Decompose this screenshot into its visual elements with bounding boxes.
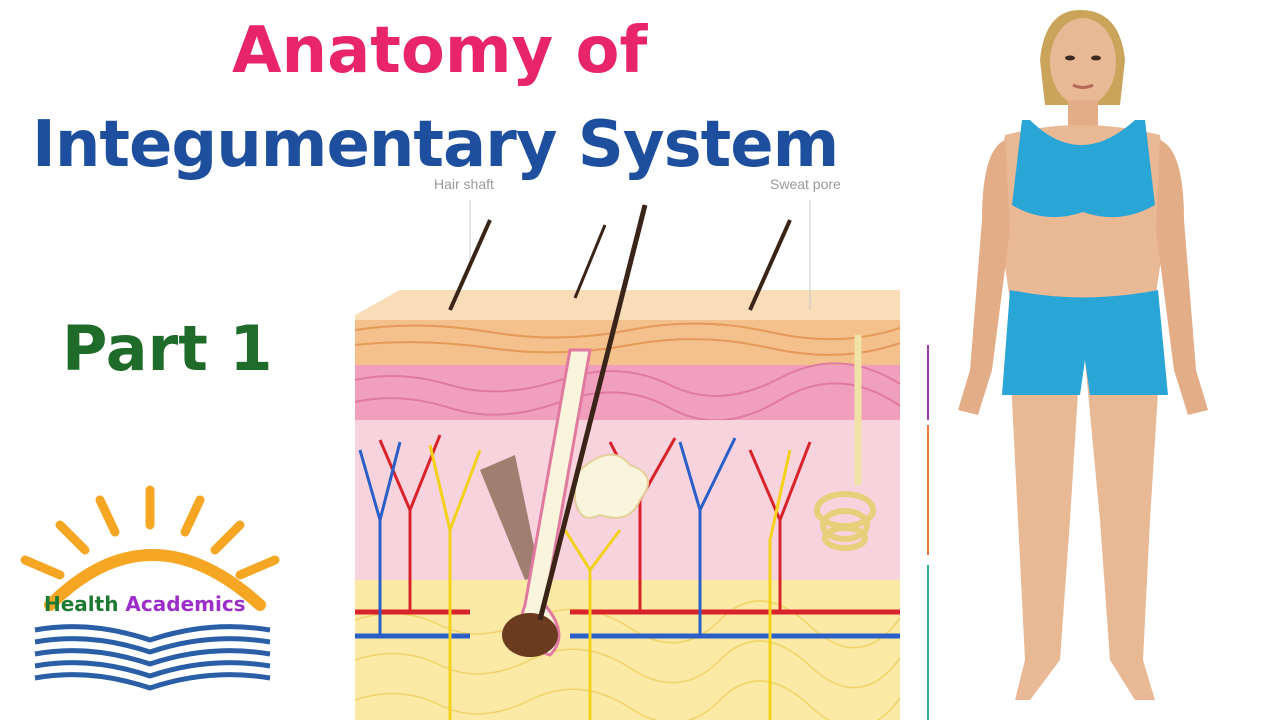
arrector-pili-muscle <box>480 455 540 580</box>
head <box>1050 18 1116 106</box>
title-line-2: Integumentary System <box>32 108 839 182</box>
left-leg <box>1010 360 1080 700</box>
swimsuit-shorts <box>1002 290 1168 395</box>
right-leg <box>1085 360 1160 700</box>
sebaceous-gland <box>574 453 649 519</box>
hair-shaft-label: Hair shaft <box>434 176 494 192</box>
right-arm <box>1156 140 1208 415</box>
neck <box>1068 100 1098 130</box>
sweat-gland <box>814 491 876 551</box>
part-label: Part 1 <box>62 312 273 385</box>
logo-word-health: Health <box>44 592 119 616</box>
sun-arc-icon <box>44 549 266 611</box>
logo-text: Health Academics <box>44 592 246 616</box>
sweat-pore-label: Sweat pore <box>770 176 841 192</box>
hair-bulb <box>502 613 558 657</box>
sun-rays-icon <box>20 485 280 580</box>
title-line-1: Anatomy of <box>232 14 648 88</box>
human-body-figure <box>958 10 1208 700</box>
hypodermis-layer <box>355 580 900 720</box>
hair-shaft <box>537 204 648 621</box>
logo-word-academics: Academics <box>125 592 246 616</box>
skin-cross-section-diagram <box>354 200 929 720</box>
swimsuit-top <box>1012 120 1155 218</box>
left-arm <box>958 140 1010 415</box>
health-academics-logo <box>20 485 280 691</box>
open-book-icon <box>34 624 271 691</box>
